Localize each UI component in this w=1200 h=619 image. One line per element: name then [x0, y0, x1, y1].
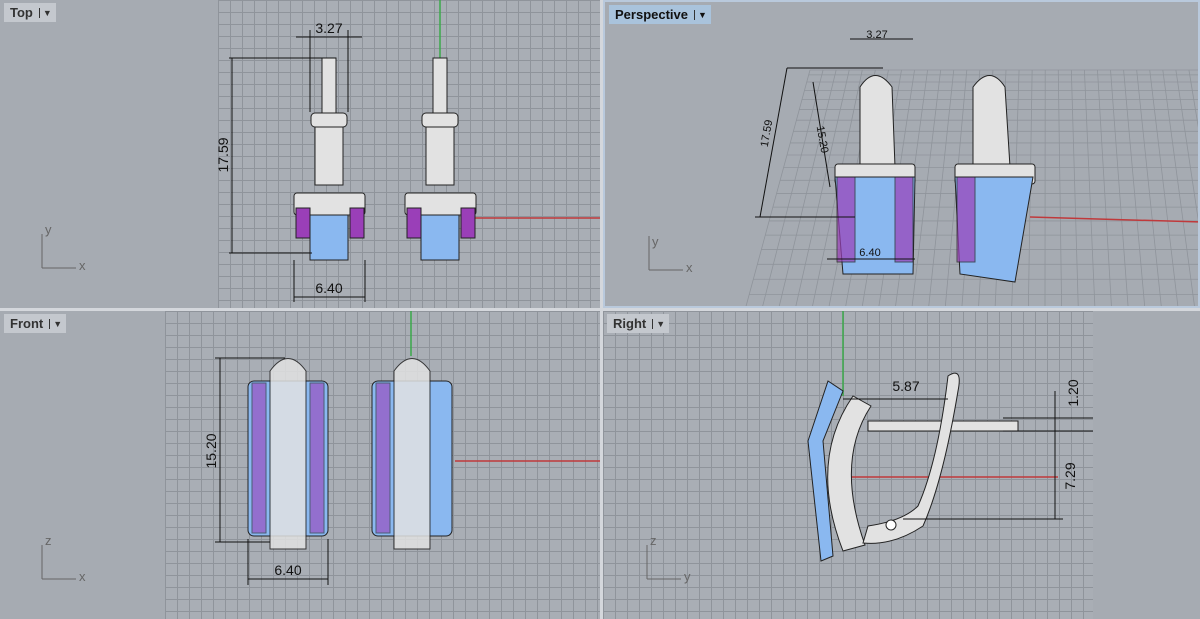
axis-label-vertical: y — [652, 234, 659, 249]
grid-line — [928, 69, 955, 306]
axis-icon — [41, 545, 76, 580]
dimension-wire-thickness: 1.20 — [1065, 379, 1081, 406]
axis-label-vertical: z — [650, 533, 657, 548]
viewport-title-perspective[interactable]: Perspective ▼ — [609, 5, 711, 24]
earring-right — [371, 358, 453, 550]
dimension-lines — [229, 30, 366, 302]
chevron-down-icon[interactable]: ▼ — [694, 9, 707, 20]
axis-icon — [41, 234, 76, 269]
viewport-name: Perspective — [615, 7, 688, 22]
perspective-view-drawing: 3.27 17.59 15.20 6.40 y x — [648, 29, 1198, 306]
viewport-title-right[interactable]: Right ▼ — [607, 314, 670, 333]
grid-line — [762, 69, 824, 306]
chevron-down-icon[interactable]: ▼ — [38, 7, 52, 18]
dimension-hook-height: 7.29 — [1062, 462, 1078, 489]
grid-line — [745, 69, 811, 306]
grid-line — [1070, 69, 1079, 306]
dimension-length: 17.59 — [759, 119, 776, 148]
axis-label-vertical: z — [45, 533, 52, 548]
viewport-name: Right — [613, 316, 647, 331]
viewport-title-top[interactable]: Top ▼ — [4, 3, 56, 22]
dimension-lines — [215, 357, 329, 585]
viewport-perspective[interactable]: 3.27 17.59 15.20 6.40 y x Perspective ▼ — [603, 0, 1200, 308]
grid-line — [1110, 69, 1129, 306]
grid-line — [1162, 69, 1195, 306]
dimension-lines — [755, 38, 915, 260]
earring-left — [834, 75, 916, 275]
construction-grid — [218, 0, 600, 308]
chevron-down-icon[interactable]: ▼ — [652, 318, 665, 329]
dimension-body-length: 15.20 — [203, 433, 219, 468]
grid-line — [1175, 69, 1198, 222]
viewport-top[interactable]: 3.27 17.59 6.40 y x Top ▼ — [0, 0, 600, 308]
grid-line — [1188, 69, 1198, 128]
dimension-width-top: 3.27 — [315, 20, 342, 36]
viewport-name: Top — [10, 5, 33, 20]
grid-line — [1123, 69, 1146, 306]
axis-icon — [646, 545, 681, 580]
dimension-body-length: 15.20 — [814, 125, 831, 154]
grid-line — [1136, 69, 1162, 306]
viewport-title-front[interactable]: Front ▼ — [4, 314, 67, 333]
earring-left — [247, 358, 329, 550]
top-view-drawing: 3.27 17.59 6.40 y x — [41, 0, 600, 302]
axis-label-vertical: y — [45, 222, 52, 237]
grid-line — [778, 69, 837, 306]
chevron-down-icon[interactable]: ▼ — [49, 318, 62, 329]
grid-line — [1149, 69, 1179, 306]
viewport-right[interactable]: 5.87 1.20 7.29 z y Right ▼ — [603, 311, 1200, 619]
axis-label-horizontal: x — [686, 260, 693, 275]
axis-label-horizontal: x — [79, 258, 86, 273]
right-view-drawing: 5.87 1.20 7.29 z y — [646, 311, 1093, 584]
axis-label-horizontal: x — [79, 569, 86, 584]
earring-side — [807, 372, 1019, 562]
earring-left — [293, 57, 366, 261]
grid-line — [911, 69, 942, 306]
dimension-width-bottom: 6.40 — [859, 247, 880, 259]
grid-line — [1057, 69, 1063, 306]
axis-icon — [648, 236, 683, 271]
x-axis-line — [1029, 216, 1198, 223]
dimension-length: 17.59 — [215, 137, 231, 172]
grid-line — [1084, 69, 1096, 306]
dimension-hook-width: 5.87 — [892, 378, 919, 394]
front-view-drawing: 15.20 6.40 z x — [41, 311, 600, 585]
grid-line — [795, 69, 850, 306]
axis-label-horizontal: y — [684, 569, 691, 584]
dimension-width-top: 3.27 — [866, 29, 887, 41]
grid-line — [1097, 69, 1112, 306]
dimension-width: 6.40 — [274, 562, 301, 578]
earring-right — [954, 75, 1036, 283]
earring-right — [404, 57, 477, 261]
viewport-front[interactable]: 15.20 6.40 z x Front ▼ — [0, 311, 600, 619]
dimension-lines — [843, 391, 1093, 520]
viewport-name: Front — [10, 316, 44, 331]
dimension-width-bottom: 6.40 — [315, 280, 342, 296]
